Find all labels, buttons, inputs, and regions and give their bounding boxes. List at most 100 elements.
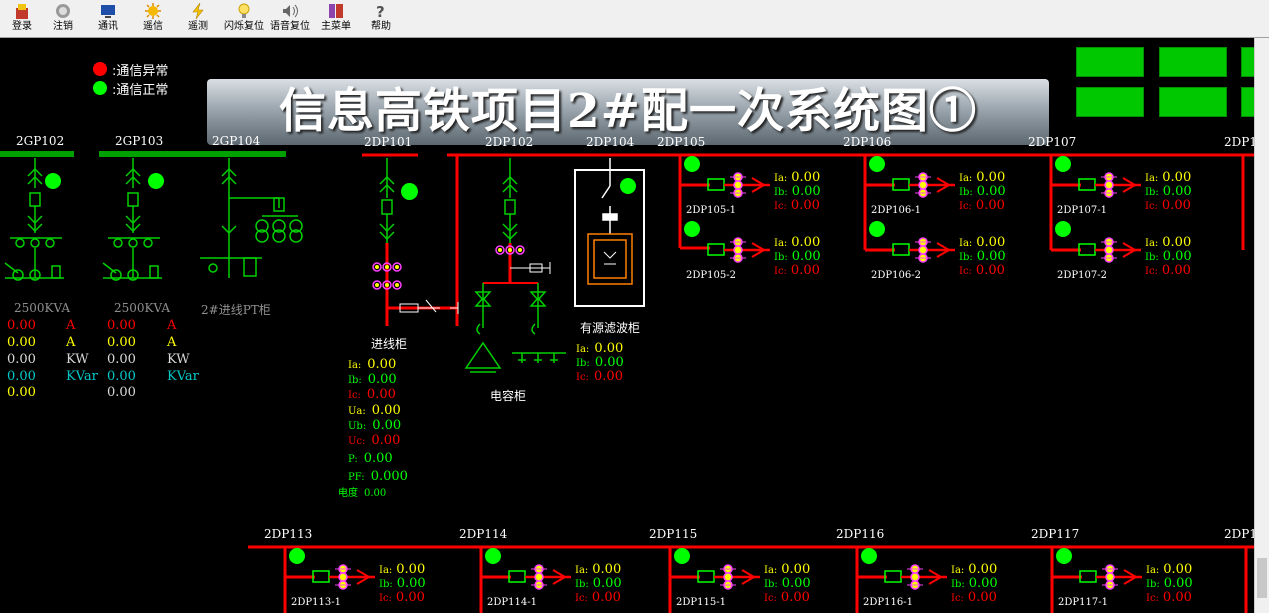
panel-name-2dp107: 2DP107: [1028, 135, 1077, 149]
dp101-meter-6: P:0.00: [348, 447, 393, 466]
2dp107-1-meter-ic: Ic:0.00: [1145, 194, 1191, 213]
communication-button[interactable]: 通讯: [86, 1, 130, 36]
nav-button-5[interactable]: [1159, 87, 1227, 117]
page-title: 信息高铁项目2#配一次系统图①: [278, 84, 978, 139]
2dp115-1-meter-ia-value: 0.00: [781, 562, 811, 577]
main-menu-button[interactable]: 主菜单: [314, 1, 358, 36]
help-button[interactable]: ? 帮助: [359, 1, 403, 36]
2dp116-1-meter-ic: Ic:0.00: [951, 586, 997, 605]
2dp114-1-meter-ic-value: 0.00: [591, 590, 621, 605]
svg-text:?: ?: [376, 3, 385, 20]
2dp114-1-meter-ib: Ib:0.00: [575, 572, 622, 591]
nav-button-3[interactable]: [1241, 47, 1254, 77]
2dp113-1-meter-ib-value: 0.00: [396, 576, 426, 591]
2dp115-1-meter-ib-value: 0.00: [781, 576, 811, 591]
nav-button-1[interactable]: [1076, 47, 1144, 77]
2gp102-unit-1: A: [66, 318, 76, 333]
circuit-name-2dp117-1: 2DP117-1: [1058, 597, 1108, 608]
dp101-meter-2: Ic:0.00: [348, 383, 396, 402]
voice-reset-label: 语音复位: [270, 21, 310, 32]
2dp107-1-meter-ic-label: Ic:: [1145, 201, 1158, 212]
2gp103-value-4: 0.00: [107, 369, 136, 384]
2dp105-1-meter-ic-label: Ic:: [774, 201, 787, 212]
feeder-symbol-2dp114-1: [508, 564, 571, 590]
feeder-symbol-2dp115-1: [697, 564, 760, 590]
2dp106-2-meter-ib-value: 0.00: [976, 249, 1006, 264]
2dp116-1-meter-ic-label: Ic:: [951, 593, 964, 604]
dp101-meter-7: PF:0.000: [348, 465, 408, 484]
dp101-meter-4-value: 0.00: [372, 418, 402, 433]
blink-reset-label: 闪烁复位: [224, 21, 264, 32]
nav-button-2[interactable]: [1159, 47, 1227, 77]
voice-reset-button[interactable]: 语音复位: [268, 1, 312, 36]
circuit-name-2dp115-1: 2DP115-1: [676, 597, 726, 608]
main-menu-icon: [329, 4, 343, 18]
2dp113-1-meter-ib: Ib:0.00: [379, 572, 426, 591]
status-indicator-2dp106-2: [869, 221, 885, 237]
2dp117-1-meter-ic: Ic:0.00: [1146, 586, 1192, 605]
2dp114-1-meter-ib-label: Ib:: [575, 579, 589, 590]
2dp107-1-meter-ib-value: 0.00: [1162, 184, 1192, 199]
2dp105-2-meter-ia-value: 0.00: [791, 235, 821, 250]
login-button[interactable]: 登录: [0, 1, 44, 36]
2dp106-2-meter-ic-value: 0.00: [975, 263, 1005, 278]
dp101-meter-5: Uc:0.00: [348, 429, 400, 448]
scrollbar-thumb[interactable]: [1257, 558, 1267, 598]
dp101-meter-3-value: 0.00: [371, 403, 401, 418]
legend-normal: :通信正常: [112, 83, 169, 98]
2dp106-1-meter-ib-label: Ib:: [959, 187, 973, 198]
nav-button-6[interactable]: [1241, 87, 1254, 117]
2dp115-1-meter-ic: Ic:0.00: [764, 586, 810, 605]
nav-button-4[interactable]: [1076, 87, 1144, 117]
dp101-meter-1: Ib:0.00: [348, 368, 397, 387]
feeder-symbol-2dp117-1: [1079, 564, 1142, 590]
2dp106-2-meter-ic-label: Ic:: [959, 266, 972, 277]
2gp102-value-5: 0.00: [7, 385, 36, 400]
panel-name-2dp1: 2DP1: [1224, 527, 1254, 541]
2dp114-1-meter-ia-label: Ia:: [575, 565, 589, 576]
2dp107-2-meter-ia-value: 0.00: [1162, 235, 1192, 250]
status-indicator-2dp105-2: [684, 221, 700, 237]
apf-meter-ic: Ic: 0.00: [576, 369, 623, 384]
2dp115-1-meter-ia-label: Ia:: [764, 565, 778, 576]
remote-signal-button[interactable]: 遥信: [131, 1, 175, 36]
dp101-meter-0: Ia:0.00: [348, 353, 396, 372]
2gp103-unit-4: KVar: [167, 369, 199, 384]
single-line-diagram: [0, 151, 1254, 613]
2dp105-2-meter-ic-value: 0.00: [790, 263, 820, 278]
panel-name-2dp104: 2DP104: [586, 135, 635, 149]
pt-cabinet-label: 2#进线PT柜: [201, 303, 271, 317]
circuit-name-2dp106-2: 2DP106-2: [871, 270, 921, 281]
2gp103-value-3: 0.00: [107, 352, 136, 367]
2dp107-2-meter-ib-value: 0.00: [1162, 249, 1192, 264]
2dp107-1-meter-ib: Ib:0.00: [1145, 180, 1192, 199]
2dp113-1-meter-ia-label: Ia:: [379, 565, 393, 576]
panel-name-2dp10: 2DP10: [1224, 135, 1254, 149]
feeder-symbol-2dp113-1: [312, 564, 375, 590]
2dp117-1-meter-ib-value: 0.00: [1163, 576, 1193, 591]
dp101-meter-6-label: P:: [348, 454, 358, 465]
remote-measure-button[interactable]: 遥测: [176, 1, 220, 36]
2dp106-1-meter-ic: Ic:0.00: [959, 194, 1005, 213]
dp101-meter-2-label: Ic:: [348, 390, 361, 401]
feeder-symbol-2dp105-1: [707, 172, 770, 198]
login-label: 登录: [12, 21, 32, 32]
2dp117-1-meter-ia-value: 0.00: [1163, 562, 1193, 577]
2dp114-1-meter-ia-value: 0.00: [592, 562, 622, 577]
remote-measure-label: 遥测: [188, 21, 208, 32]
2gp103-value-5: 0.00: [107, 385, 136, 400]
vertical-scrollbar[interactable]: [1254, 38, 1269, 613]
2dp107-2-meter-ib-label: Ib:: [1145, 252, 1159, 263]
status-indicator-2gp103: [148, 173, 164, 189]
circuit-name-2dp107-1: 2DP107-1: [1057, 205, 1107, 216]
2gp102-value-1: 0.00: [7, 318, 36, 333]
2dp105-2-meter-ib-value: 0.00: [791, 249, 821, 264]
2gp102-unit-3: KW: [66, 352, 89, 367]
blink-reset-button[interactable]: 闪烁复位: [222, 1, 266, 36]
logout-button[interactable]: 注销: [41, 1, 85, 36]
feeder-symbol-2dp116-1: [884, 564, 947, 590]
dp101-meter-4-label: Ub:: [348, 421, 367, 432]
2dp114-1-meter-ic-label: Ic:: [575, 593, 588, 604]
dp101-meter-7-label: PF:: [348, 472, 365, 483]
2dp113-1-meter-ic-value: 0.00: [395, 590, 425, 605]
